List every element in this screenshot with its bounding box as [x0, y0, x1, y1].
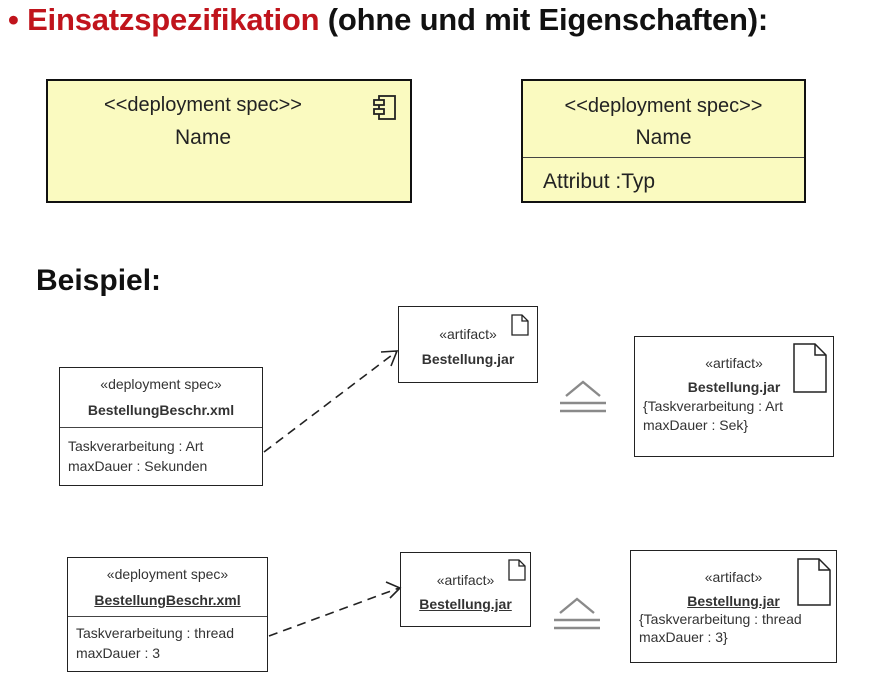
spec-attribute-2: maxDauer : Sekunden — [68, 458, 208, 474]
artifact-stereotype: «artifact» — [704, 569, 763, 585]
artifact-property-2: maxDauer : Sek} — [643, 417, 749, 433]
title-rest: (ohne und mit Eigenschaften): — [319, 2, 769, 37]
spec-attribute: Attribut :Typ — [543, 170, 656, 193]
spec-stereotype: <<deployment spec>> — [564, 95, 763, 117]
artifact-stereotype: «artifact» — [439, 326, 497, 342]
artifact-property-1: {Taskverarbeitung : thread — [639, 611, 802, 627]
equivalence-icon — [560, 380, 606, 413]
artifact-name: Bestellung.jar — [687, 379, 781, 395]
spec-stereotype: «deployment spec» — [100, 376, 222, 392]
artifact-property-1: {Taskverarbeitung : Art — [643, 398, 784, 414]
document-icon — [508, 559, 526, 581]
compartment-divider — [68, 616, 267, 617]
row2-artifact-with-properties: Bestellung.jar «artifact» {Taskverarbeit… — [630, 550, 837, 663]
artifact-stereotype: «artifact» — [705, 355, 763, 371]
example-heading: Beispiel: — [36, 264, 162, 297]
spec-name: Name — [174, 126, 232, 149]
artifact-name: Bestellung.jar — [421, 351, 515, 367]
artifact-property-2: maxDauer : 3} — [639, 629, 728, 645]
slide-title: • Einsatzspezifikation (ohne und mit Eig… — [8, 2, 768, 38]
spec-attribute-2: maxDauer : 3 — [76, 645, 161, 661]
row2-deployment-spec: «deployment spec» BestellungBeschr.xml T… — [67, 557, 268, 672]
spec-name: BestellungBeschr.xml — [87, 402, 235, 418]
artifact-stereotype: «artifact» — [436, 572, 495, 588]
artifact-name: Bestellung.jar — [687, 593, 780, 609]
row1-artifact: «artifact» Bestellung.jar — [398, 306, 538, 383]
title-bullet: • — [8, 2, 19, 37]
spec-notation-with-properties: <<deployment spec>> Name Attribut :Typ — [521, 79, 806, 203]
dependency-arrow — [268, 581, 402, 637]
spec-name: Name — [635, 126, 692, 149]
spec-attribute-1: Taskverarbeitung : thread — [76, 625, 234, 641]
compartment-divider — [523, 157, 804, 158]
document-icon — [793, 343, 827, 393]
dependency-arrow — [263, 350, 399, 453]
spec-stereotype: <<deployment spec>> — [104, 94, 302, 116]
spec-notation-without-properties: <<deployment spec>> Name — [46, 79, 412, 203]
document-icon — [511, 314, 529, 336]
compartment-divider — [60, 427, 262, 428]
spec-name: BestellungBeschr.xml — [94, 592, 241, 608]
row1-deployment-spec: «deployment spec» BestellungBeschr.xml T… — [59, 367, 263, 486]
title-highlight: Einsatzspezifikation — [27, 2, 320, 37]
row1-artifact-with-properties: «artifact» Bestellung.jar {Taskverarbeit… — [634, 336, 834, 457]
equivalence-icon — [554, 597, 600, 630]
row2-artifact: «artifact» Bestellung.jar — [400, 552, 531, 627]
spec-stereotype: «deployment spec» — [106, 566, 229, 582]
artifact-name: Bestellung.jar — [419, 596, 512, 612]
spec-attribute-1: Taskverarbeitung : Art — [68, 438, 204, 454]
document-icon — [797, 558, 831, 606]
component-icon — [373, 95, 396, 120]
